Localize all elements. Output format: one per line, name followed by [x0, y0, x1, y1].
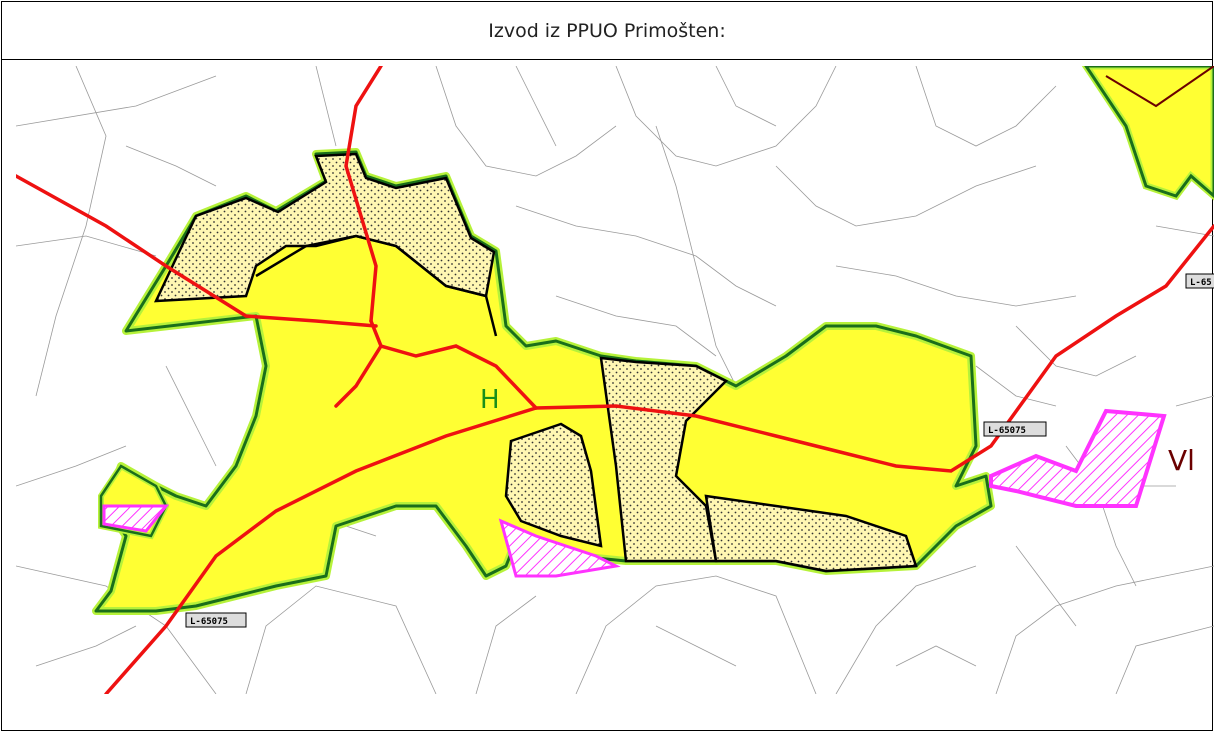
special-zone-east[interactable] [989, 408, 1167, 508]
special-zone-south[interactable] [498, 518, 621, 578]
map-canvas[interactable]: L-65075 L-65075 L-65 H Vl [16, 66, 1214, 694]
road-label-east: L-65075 [983, 421, 1047, 437]
settlement-zone-northeast[interactable] [1081, 66, 1214, 201]
zone-label: H [480, 385, 500, 415]
road-northwest [16, 174, 378, 328]
spatial-plan-map[interactable]: L-65075 L-65075 L-65 H Vl [16, 66, 1214, 694]
road-network [16, 66, 1214, 694]
road-north [344, 66, 383, 323]
road-label-northeast: L-65 [1185, 273, 1214, 289]
road-spur [334, 344, 383, 408]
svg-text:L-65075: L-65075 [988, 426, 1026, 436]
settlement-edge-label: Vl [1168, 444, 1195, 477]
planned-zone-center-south [504, 422, 603, 548]
road-center [369, 319, 538, 410]
road-main [104, 224, 1214, 694]
planned-zone-east-2 [704, 494, 918, 573]
built-area-boundary [255, 234, 498, 337]
settlement-zone-west[interactable] [98, 462, 170, 540]
special-zone-west [102, 504, 170, 533]
svg-text:L-65075: L-65075 [190, 617, 228, 627]
page-title: Izvod iz PPUO Primošten: [2, 2, 1212, 60]
planned-zone-north [153, 152, 496, 303]
svg-text:L-65: L-65 [1190, 278, 1212, 288]
road-label-southwest: L-65075 [185, 612, 247, 628]
